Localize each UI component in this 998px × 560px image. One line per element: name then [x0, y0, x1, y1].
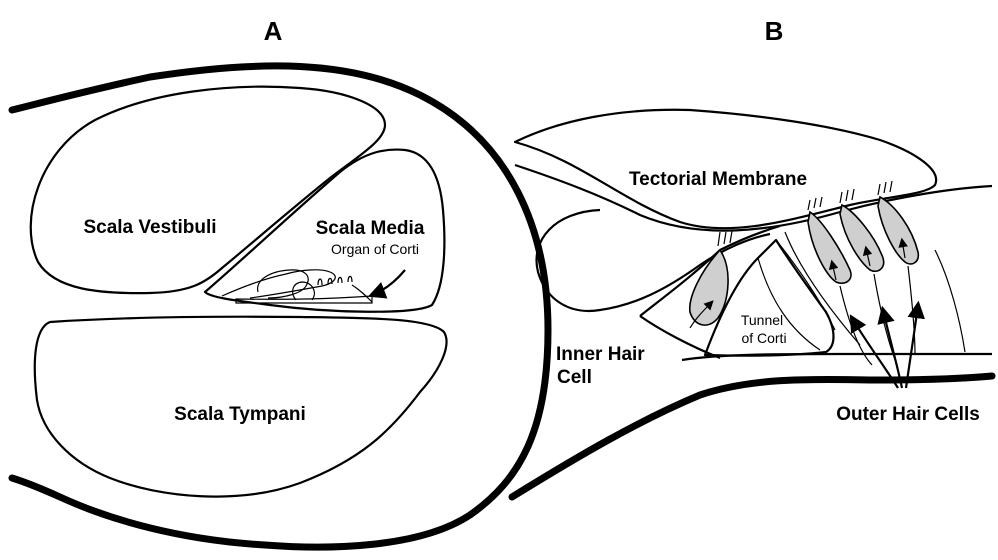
bony-floor: [512, 376, 992, 497]
inner-hair-cell-label-1: Inner Hair: [556, 344, 645, 365]
organ-of-corti-label: Organ of Corti: [331, 241, 419, 257]
tectorial-membrane-label: Tectorial Membrane: [629, 169, 807, 190]
outer-hair-cell-3: [878, 197, 918, 264]
organ-of-corti-arrow: [372, 270, 405, 295]
tunnel-of-corti-label-1: Tunnel: [741, 312, 783, 328]
scala-vestibuli-label: Scala Vestibuli: [83, 217, 216, 238]
inner-hair-cell-label-2: Cell: [557, 367, 592, 388]
panel-a-letter: A: [264, 16, 283, 46]
panel-a: A Scala Vestibuli Scala Media Organ of C…: [12, 16, 548, 547]
scala-vestibuli-chamber: [31, 87, 385, 293]
scala-tympani-label: Scala Tympani: [174, 404, 306, 425]
panel-b-letter: B: [765, 16, 784, 46]
organ-of-corti-sketch: [222, 270, 372, 303]
tunnel-of-corti-label-2: of Corti: [741, 330, 786, 346]
panel-b: B Tectorial Membrane Tunnel of Corti Inn…: [512, 16, 992, 497]
ohc-label-arrow-3: [906, 305, 918, 388]
outer-hair-cells-label: Outer Hair Cells: [836, 404, 980, 425]
scala-media-label: Scala Media: [316, 218, 425, 239]
outer-hair-cells-group: [785, 181, 965, 365]
ohc-label-arrow-2: [883, 310, 902, 388]
spiral-limbus: [537, 210, 770, 311]
